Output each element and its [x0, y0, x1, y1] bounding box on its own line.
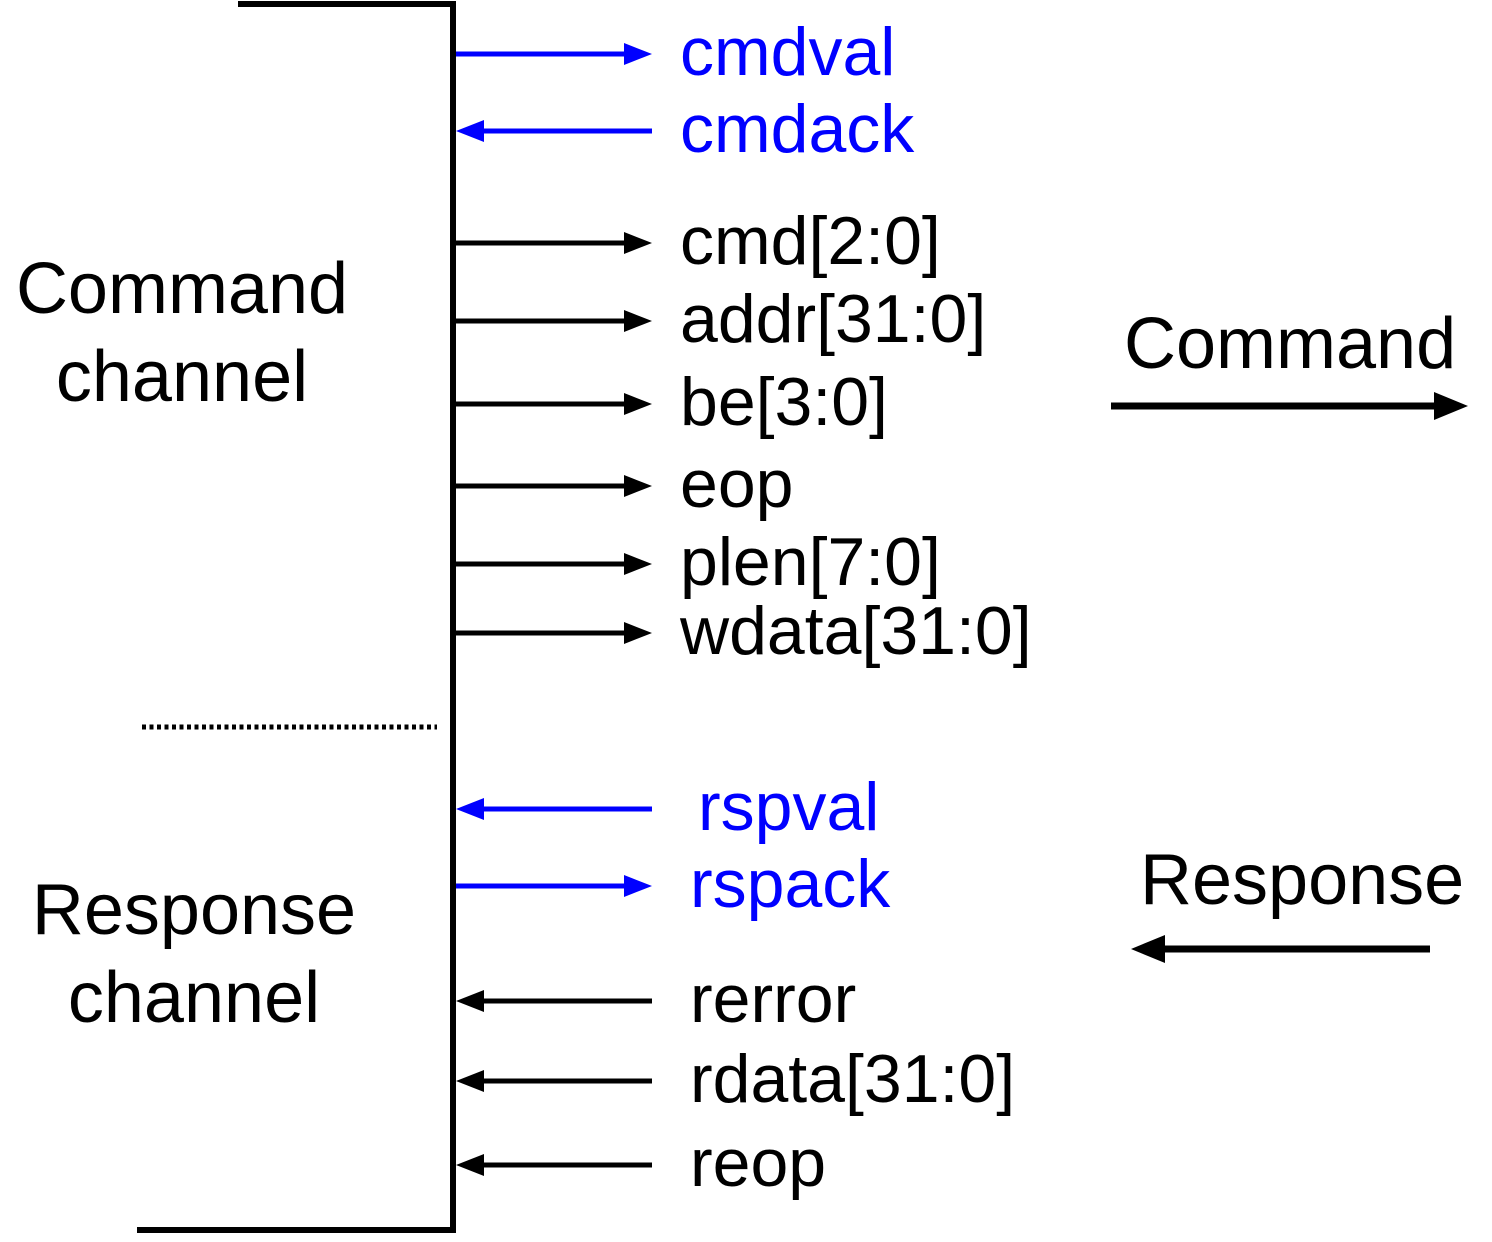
signal-arrow-plen-7-0	[456, 553, 652, 575]
response-direction-label: Response	[1140, 840, 1465, 920]
signal-arrow-rspack	[456, 875, 652, 897]
signal-arrow-reop	[456, 1154, 652, 1176]
signal-arrow-cmd-2-0	[456, 232, 652, 254]
signal-label-rdata-31-0: rdata[31:0]	[690, 1041, 1016, 1117]
signal-arrowhead	[624, 622, 652, 644]
signal-label-rerror: rerror	[690, 961, 857, 1037]
signal-arrowhead	[456, 120, 484, 142]
signal-arrowhead	[456, 798, 484, 820]
signal-arrow-rspval	[456, 798, 652, 820]
signal-arrowhead	[624, 875, 652, 897]
module-boundary	[137, 1, 456, 1233]
response-direction-arrow	[1131, 935, 1430, 963]
signal-arrow-be-3-0	[456, 393, 652, 415]
signal-label-eop: eop	[680, 446, 794, 522]
signal-arrow-cmdval	[456, 43, 652, 65]
signal-label-rspval: rspval	[698, 769, 880, 845]
signal-arrowhead	[624, 232, 652, 254]
signal-arrowhead	[624, 393, 652, 415]
signal-label-rspack: rspack	[690, 846, 891, 922]
command-channel-label: Command channel	[0, 253, 364, 413]
signal-arrow-wdata-31-0	[456, 622, 652, 644]
signal-arrow-rerror	[456, 990, 652, 1012]
signal-label-plen-7-0: plen[7:0]	[680, 524, 941, 600]
signal-arrows	[456, 43, 652, 1176]
signal-arrowhead	[456, 990, 484, 1012]
signal-label-addr-31-0: addr[31:0]	[680, 281, 987, 357]
signal-arrow-cmdack	[456, 120, 652, 142]
signal-label-cmdack: cmdack	[680, 91, 915, 167]
command-channel-label-line2: channel	[55, 337, 309, 417]
command-channel-label-line1: Command	[15, 249, 349, 329]
signal-arrowhead	[624, 475, 652, 497]
signal-arrowhead	[624, 310, 652, 332]
signal-label-cmd-2-0: cmd[2:0]	[680, 203, 941, 279]
signal-label-reop: reop	[690, 1125, 827, 1201]
signal-label-be-3-0: be[3:0]	[680, 364, 888, 440]
signal-arrowhead	[624, 553, 652, 575]
signal-label-wdata-31-0: wdata[31:0]	[680, 593, 1032, 669]
signal-arrow-addr-31-0	[456, 310, 652, 332]
signal-arrowhead	[456, 1154, 484, 1176]
signal-arrow-eop	[456, 475, 652, 497]
response-channel-label-line2: channel	[67, 958, 321, 1038]
response-channel-label: Response channel	[12, 874, 376, 1034]
command-direction-label: Command	[1124, 304, 1457, 384]
signal-arrowhead	[624, 43, 652, 65]
signal-arrow-rdata-31-0	[456, 1070, 652, 1092]
response-channel-label-line1: Response	[31, 870, 357, 950]
signal-label-cmdval: cmdval	[680, 14, 896, 90]
command-direction-arrow	[1111, 392, 1468, 420]
signal-arrowhead	[456, 1070, 484, 1092]
